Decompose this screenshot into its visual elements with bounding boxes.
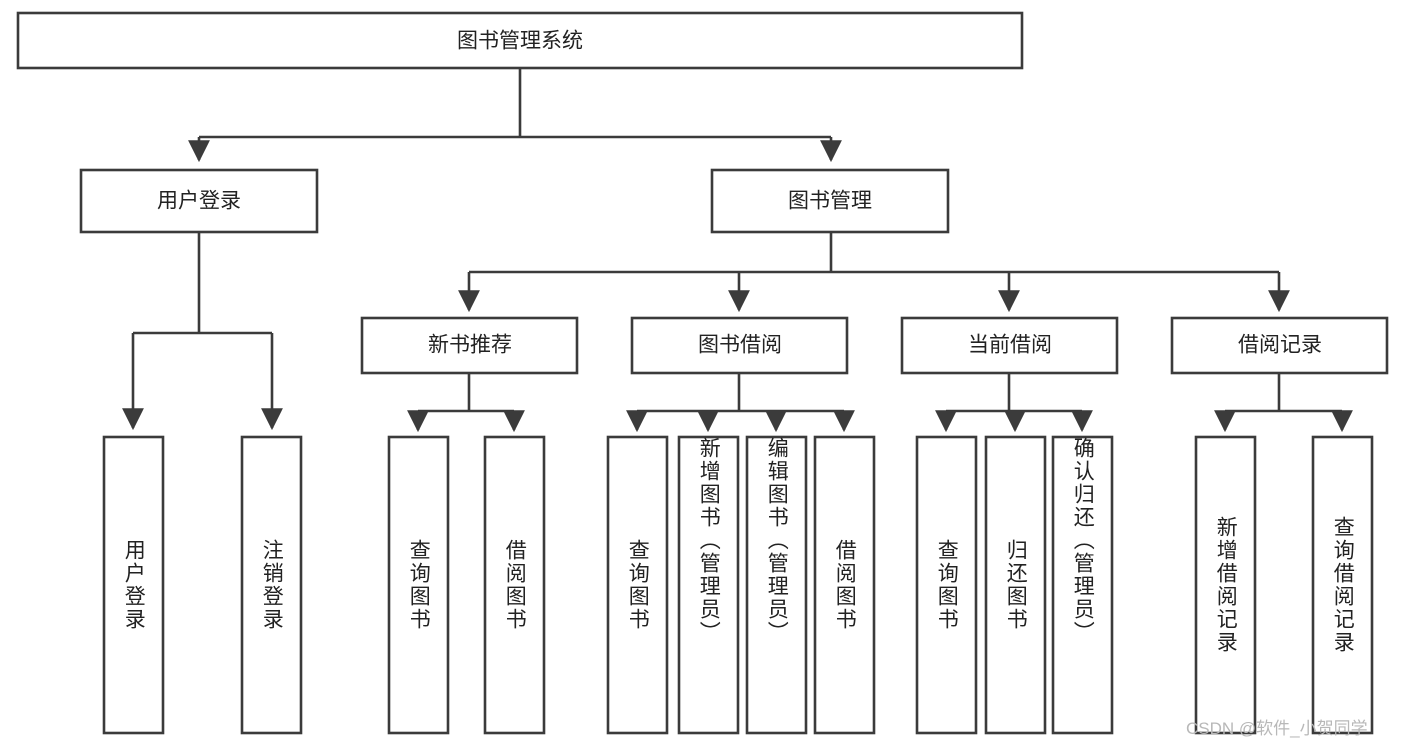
leaf-box-new-book-recommend-0[interactable] xyxy=(387,435,450,735)
node-book-borrow[interactable]: 图书借阅 xyxy=(630,316,849,375)
node-book-management[interactable]: 图书管理 xyxy=(710,168,950,234)
leaf-box-borrow-record-1[interactable] xyxy=(1311,435,1374,735)
node-user-login[interactable]: 用户登录 xyxy=(79,168,319,234)
node-current-borrow[interactable]: 当前借阅 xyxy=(900,316,1119,375)
leaf-box-book-borrow-1[interactable] xyxy=(677,435,740,735)
node-root-label: 图书管理系统 xyxy=(457,30,583,53)
leaf-box-current-borrow-1[interactable] xyxy=(984,435,1047,735)
node-book-borrow-label: 图书借阅 xyxy=(698,334,782,357)
leaf-box-book-borrow-3[interactable] xyxy=(813,435,876,735)
node-new-book-recommend[interactable]: 新书推荐 xyxy=(360,316,579,375)
node-book-management-label: 图书管理 xyxy=(788,190,872,213)
connector-borrow-record-to-leaves xyxy=(1214,373,1353,433)
leaf-box-current-borrow-0[interactable] xyxy=(915,435,978,735)
leaf-box-current-borrow-2[interactable] xyxy=(1051,435,1114,735)
leaf-box-user-login-0[interactable] xyxy=(102,435,165,735)
node-root[interactable]: 图书管理系统 xyxy=(16,11,1024,70)
node-borrow-record[interactable]: 借阅记录 xyxy=(1170,316,1389,375)
leaf-box-new-book-recommend-1[interactable] xyxy=(483,435,546,735)
leaf-box-book-borrow-0[interactable] xyxy=(606,435,669,735)
leaf-box-user-login-1[interactable] xyxy=(240,435,303,735)
connector-book-borrow-to-leaves xyxy=(626,373,855,433)
leaf-box-book-borrow-2[interactable] xyxy=(745,435,808,735)
connector-new-book-recommend-to-leaves xyxy=(407,373,525,433)
node-current-borrow-label: 当前借阅 xyxy=(968,334,1052,357)
node-borrow-record-label: 借阅记录 xyxy=(1238,334,1322,357)
connector-root-to-level2 xyxy=(188,68,842,163)
node-user-login-label: 用户登录 xyxy=(157,190,241,213)
leaf-box-borrow-record-0[interactable] xyxy=(1194,435,1257,735)
connector-user-login-to-leaves xyxy=(122,232,283,431)
connector-current-borrow-to-leaves xyxy=(935,373,1093,433)
node-new-book-recommend-label: 新书推荐 xyxy=(428,334,512,357)
connector-book-management-to-level3 xyxy=(458,232,1290,313)
